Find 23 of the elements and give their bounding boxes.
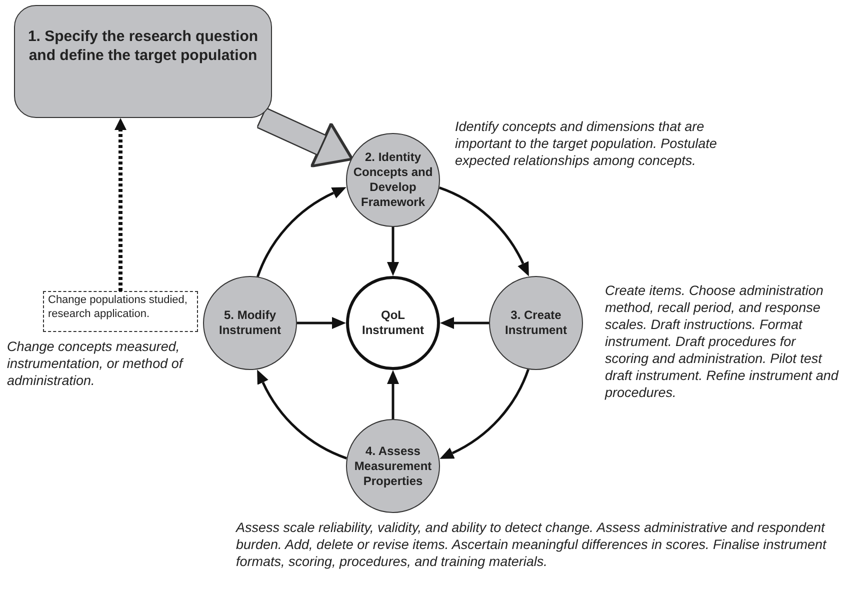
node-label: 5. Modify Instrument [218,308,282,338]
description-text: Assess scale reliability, validity, and ability to detect change. Assess administrative and respondent burden. Add, delete or revise items. Ascertain meaningful differences in scores. Finalise instrument formats, scoring, procedures, and training materials. [236,519,828,570]
step-box [14,5,272,118]
note-box [43,291,198,332]
node-label: 4. Assess Measurement Properties [353,444,433,488]
description-text: Identify concepts and dimensions that are important to the target population. Postulate expected relationships among concepts. [455,118,718,169]
dotted-arrow [114,118,126,291]
arrow [387,370,399,419]
description-text: Create items. Choose administration method, recall period, and response scales. Draft instructions. Format instrument. Draft procedures for scoring and administration. Pilot test draft instrument. Refine instrument and procedures. [605,282,840,401]
arrow [438,186,530,276]
arrow [440,368,530,460]
node-label: 2. Identity Concepts and Develop Framework [352,150,434,210]
block-arrow [258,108,352,166]
node-label: Change populations studied, research application. [48,294,188,322]
arrow [297,317,346,329]
node-label: 1. Specify the research question and define the target population [26,28,260,66]
node-label: QoL Instrument [360,308,425,338]
arrow [256,370,348,460]
arrow [256,186,346,278]
description-text: Change concepts measured, instrumentation, or method of administration. [7,338,185,389]
arrow [440,317,489,329]
arrow [387,227,399,276]
node-label: 3. Create Instrument [504,308,568,338]
